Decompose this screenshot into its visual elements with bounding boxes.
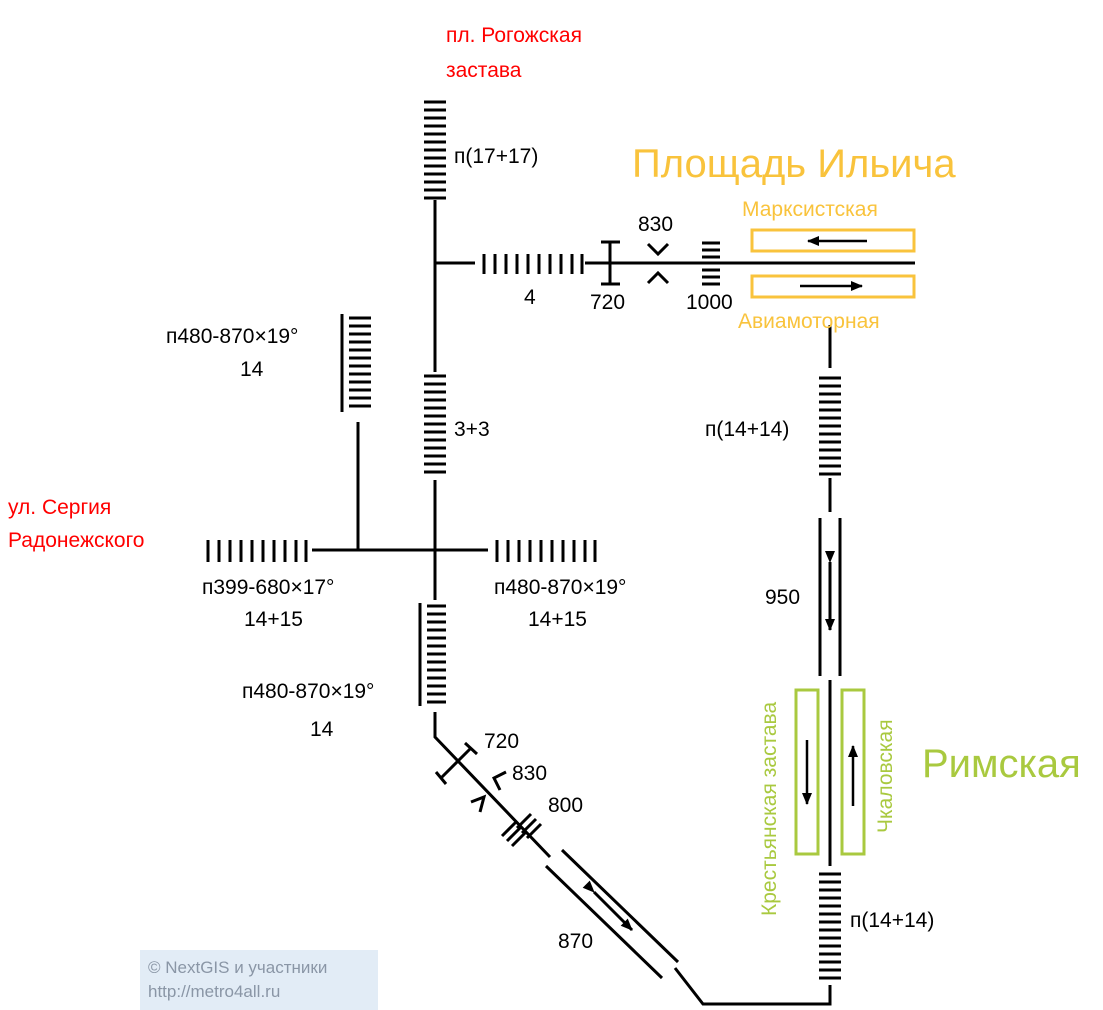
platforms-ilyicha <box>750 228 916 299</box>
exit-sergiya-line2: Радонежского <box>8 529 145 552</box>
label-stair-right-type: п480-870×19° <box>494 576 626 599</box>
credit-url: http://metro4all.ru <box>148 982 281 1001</box>
label-stairs-14-lower: п(14+14) <box>850 909 934 932</box>
exit-rogozhskaya-line2: застава <box>446 59 522 82</box>
label-stair-left-type: п399-680×17° <box>202 576 334 599</box>
label-left-stair-count: 14 <box>240 358 264 381</box>
label-width-800: 800 <box>548 794 583 817</box>
station-name-rimskaya: Римская <box>922 742 1081 786</box>
label-stair-bottom-count: 14 <box>310 718 334 741</box>
label-stair-bottom-type: п480-870×19° <box>242 680 374 703</box>
label-width-1000: 1000 <box>686 291 733 314</box>
width-830-marker-b <box>470 794 487 813</box>
corridors <box>312 200 915 1006</box>
label-width-830-bottom: 830 <box>512 762 547 785</box>
label-width-950: 950 <box>765 586 800 609</box>
passage-950 <box>818 518 842 676</box>
width-1000-marker <box>702 241 720 286</box>
passage-870 <box>544 848 680 980</box>
credit-copyright: © NextGIS и участники <box>148 958 328 977</box>
platform-marksistskaya <box>750 228 916 253</box>
stairs-cross-right <box>495 540 597 562</box>
label-width-870: 870 <box>558 930 593 953</box>
exit-sergiya-line1: ул. Сергия <box>8 496 111 519</box>
station-name-ilyicha: Площадь Ильича <box>632 142 956 186</box>
stairs-cross-left <box>206 540 308 562</box>
width-830-marker-bottom <box>646 270 670 285</box>
stairs-left-branch <box>340 314 371 412</box>
stairs-14-lower <box>819 872 841 980</box>
platform-chkalovskaya <box>840 688 866 856</box>
passage-870-arrows <box>582 880 634 932</box>
label-width-830-top: 830 <box>638 213 673 236</box>
label-stairs-top: п(17+17) <box>454 145 538 168</box>
width-markers-top <box>601 240 720 286</box>
exit-rogozhskaya-line1: пл. Рогожская <box>446 24 582 47</box>
label-stair-left-count: 14+15 <box>244 608 303 631</box>
platform-label-marksistskaya: Марксистская <box>742 198 878 221</box>
corridor-diagonal-upper <box>433 712 552 859</box>
width-830-marker-a <box>491 770 507 791</box>
width-830-marker-top <box>646 242 670 257</box>
credit-box: © NextGIS и участники http://metro4all.r… <box>140 950 378 1010</box>
platform-krestyanskaya-zastava <box>794 688 820 856</box>
label-stairs-14-upper: п(14+14) <box>705 418 789 441</box>
width-markers-diagonal <box>434 741 543 848</box>
platform-aviamotornaya <box>750 274 916 299</box>
platforms-rimskaya <box>794 688 866 856</box>
platform-label-aviamotornaya: Авиамоторная <box>738 310 880 333</box>
width-720-bottom-marker <box>439 746 473 780</box>
platform-label-krestyanskaya: Крестьянская застава <box>758 702 781 916</box>
stairs-4 <box>482 254 584 274</box>
width-800-marker <box>500 812 543 848</box>
platform-label-chkalovskaya: Чкаловская <box>874 719 897 833</box>
label-width-720-top: 720 <box>590 291 625 314</box>
label-stairs-4: 4 <box>524 286 536 309</box>
stairs-top <box>424 100 446 200</box>
label-stair-right-count: 14+15 <box>528 608 587 631</box>
stairs-14-upper <box>819 376 841 476</box>
corridor-bottom <box>673 967 832 1006</box>
label-stairs-3-3: 3+3 <box>454 418 490 441</box>
stairs-3-3 <box>424 374 446 474</box>
label-width-720-bottom: 720 <box>484 730 519 753</box>
stairs-bottom-vertical <box>418 603 446 706</box>
label-left-stair-type: п480-870×19° <box>166 325 298 348</box>
